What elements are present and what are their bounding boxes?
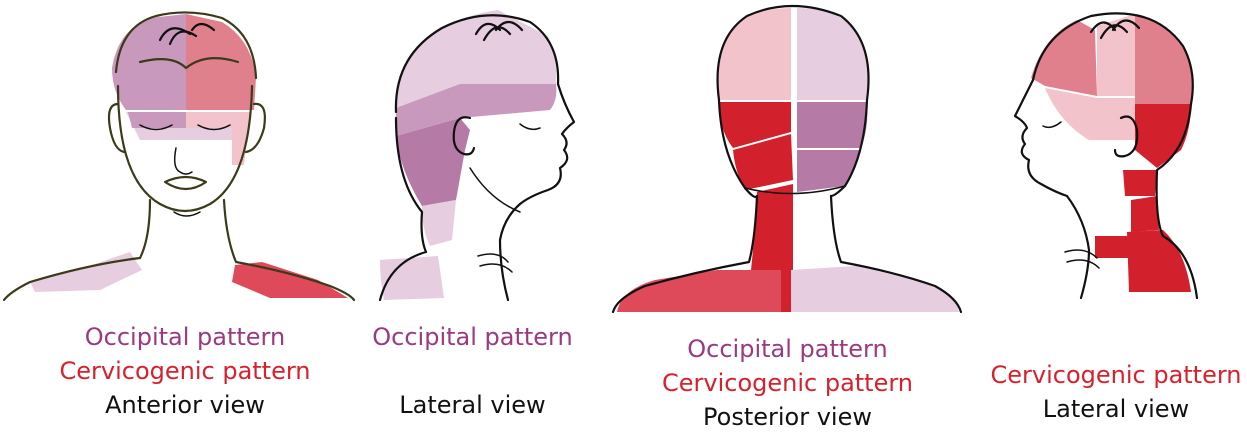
lateral-head-right-icon: [360, 0, 585, 320]
cervicogenic-pattern-region: [1131, 196, 1159, 232]
view-label: Lateral view: [985, 394, 1247, 424]
occipital-pattern-label: Occipital pattern: [360, 322, 585, 352]
cervicogenic-pattern-label: Cervicogenic pattern: [985, 360, 1247, 390]
cervicogenic-pattern-region: [1123, 170, 1157, 196]
cervicogenic-pattern-region: [717, 8, 791, 100]
occipital-pattern-region: [797, 102, 867, 148]
cervicogenic-pattern-region: [1127, 230, 1191, 292]
view-label: Lateral view: [360, 390, 585, 420]
view-label: Posterior view: [605, 402, 970, 432]
occipital-pattern-region: [791, 266, 959, 312]
cervicogenic-pattern-region: [1135, 104, 1191, 168]
lateral-head-left-icon: [985, 0, 1247, 320]
panel-anterior: Occipital pattern Cervicogenic pattern A…: [0, 0, 370, 431]
posterior-head-icon: [605, 0, 970, 320]
occipital-pattern-region: [422, 200, 456, 246]
view-label: Anterior view: [0, 390, 370, 420]
panel-lateral-right: Occipital pattern Lateral view: [360, 0, 585, 431]
occipital-pattern-region: [128, 112, 186, 128]
cervicogenic-pattern-label: Cervicogenic pattern: [0, 356, 370, 386]
panel-lateral-left: Cervicogenic pattern Lateral view: [985, 0, 1247, 431]
anterior-head-icon: [0, 0, 370, 320]
panel-posterior: Occipital pattern Cervicogenic pattern P…: [605, 0, 970, 431]
occipital-pattern-region: [30, 252, 142, 292]
occipital-pattern-label: Occipital pattern: [605, 334, 970, 364]
occipital-pattern-label: Occipital pattern: [0, 322, 370, 352]
cervicogenic-pattern-region: [617, 270, 781, 312]
occipital-pattern-region: [797, 150, 861, 192]
occipital-pattern-region: [797, 8, 868, 100]
cervicogenic-pattern-label: Cervicogenic pattern: [605, 368, 970, 398]
cervicogenic-pattern-region: [232, 262, 348, 298]
